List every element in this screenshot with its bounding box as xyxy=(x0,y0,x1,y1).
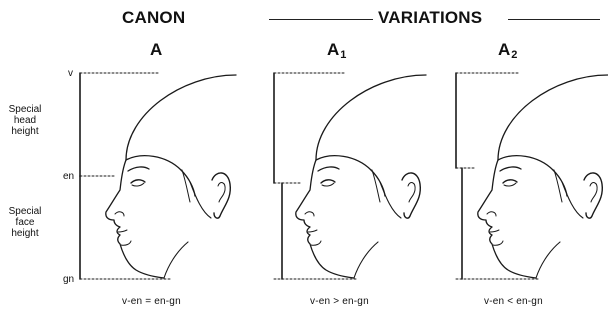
panel-a-drawing xyxy=(80,73,236,279)
panel-a1-profile xyxy=(296,75,426,278)
panel-a-profile xyxy=(106,75,236,278)
panel-a2-profile xyxy=(478,75,608,278)
panel-a2-drawing xyxy=(456,73,608,279)
panel-a1-drawing xyxy=(274,73,426,279)
